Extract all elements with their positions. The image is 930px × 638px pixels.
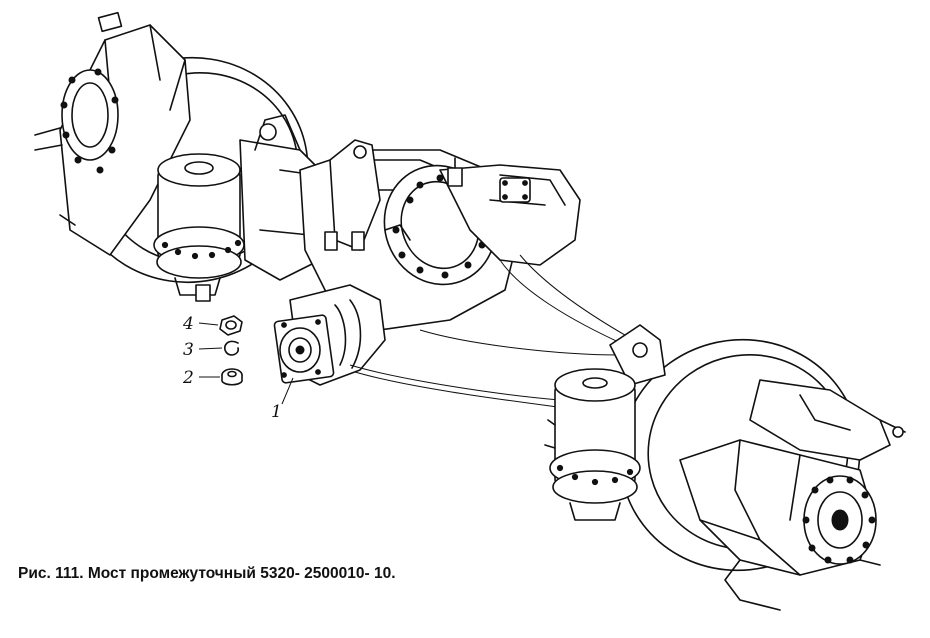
callout-label-3: 3 <box>183 340 194 360</box>
axle-housing <box>299 139 581 331</box>
brake-hoses <box>349 254 631 409</box>
callout-label-2: 2 <box>183 368 194 388</box>
left-brake-chamber <box>153 153 245 302</box>
drive-flange-item-1 <box>273 284 386 386</box>
nut-item-4 <box>219 315 243 336</box>
right-brake-chamber <box>544 368 641 521</box>
callout-label-1: 1 <box>271 402 282 422</box>
detached-parts <box>198 315 294 405</box>
figure-caption: Рис. 111. Мост промежуточный 5320- 25000… <box>18 565 396 582</box>
callout-label-4: 4 <box>183 314 194 334</box>
washer-item-2 <box>221 368 243 386</box>
lock-washer-item-3 <box>223 340 240 356</box>
left-wheel-hub-assembly <box>34 11 331 302</box>
right-wheel-hub-assembly <box>544 324 906 611</box>
